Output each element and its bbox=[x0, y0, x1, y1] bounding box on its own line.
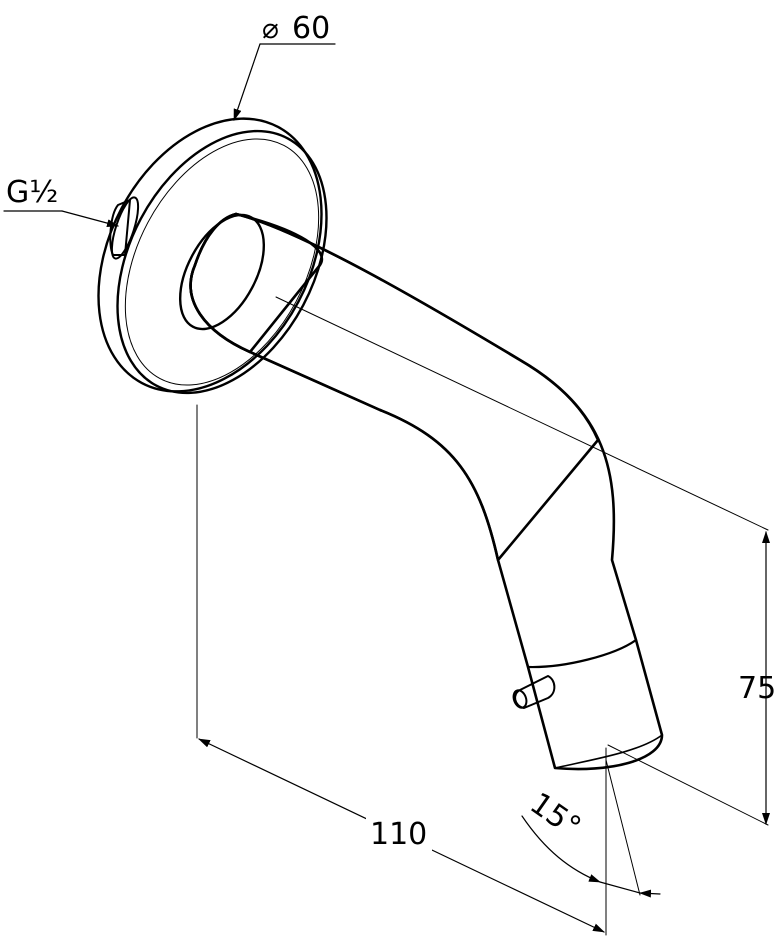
dimension-length: 110 bbox=[196, 404, 607, 936]
height-value: 75 bbox=[738, 671, 776, 706]
wall-rosette bbox=[97, 117, 600, 562]
angle-value: 15° bbox=[523, 786, 587, 845]
dimension-diameter: ⌀ 60 bbox=[233, 11, 336, 121]
spout-body bbox=[189, 212, 664, 771]
thread-label: G½ bbox=[6, 175, 58, 210]
diameter-value: 60 bbox=[292, 11, 330, 46]
diameter-symbol: ⌀ bbox=[262, 12, 279, 45]
dimension-angle: 15° bbox=[521, 759, 661, 898]
length-value: 110 bbox=[370, 817, 427, 852]
dimension-thread: G½ bbox=[3, 175, 119, 228]
center-line bbox=[275, 296, 769, 531]
dimension-height: 75 bbox=[607, 531, 776, 826]
